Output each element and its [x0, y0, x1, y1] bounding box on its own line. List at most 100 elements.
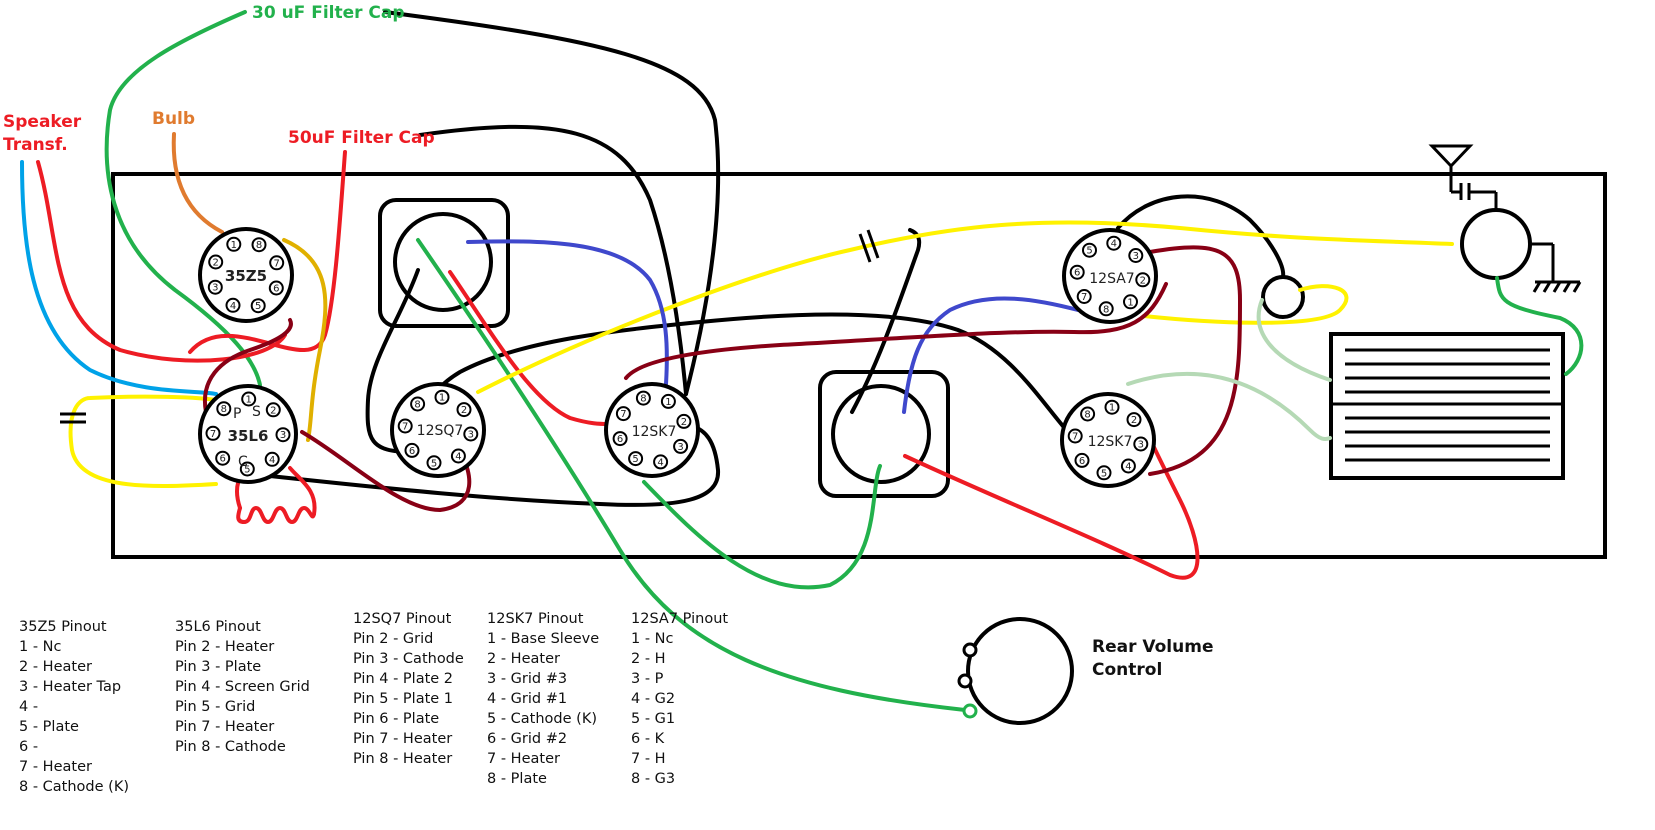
tube-pin	[239, 461, 255, 477]
tube-pin-number: 5	[1086, 246, 1092, 257]
tube-pin-number: 5	[431, 458, 437, 469]
ground-symbol	[1530, 242, 1582, 293]
tube-pin-number: 1	[665, 397, 671, 408]
pinout-line: Pin 8 - Cathode	[175, 739, 286, 755]
speaker-grille	[1329, 332, 1565, 480]
tube-pin	[410, 396, 426, 412]
tube-pin	[1120, 458, 1136, 474]
pinout-12sa7: 12SA7 Pinout 1 - Nc 2 - H 3 - P 4 - G2 5…	[631, 609, 728, 789]
rear-volume-label-line2: Control	[1092, 660, 1163, 680]
wire-volume-green	[416, 238, 967, 712]
tube-pin	[264, 451, 280, 467]
pinout-title: 12SK7 Pinout	[487, 611, 584, 627]
wire-35z5-gold	[282, 238, 328, 442]
pinout-line: 3 - Heater Tap	[19, 679, 122, 695]
pinout-line: Pin 3 - Cathode	[353, 651, 464, 667]
tube-pin	[1135, 272, 1151, 288]
tube-pin	[673, 438, 689, 454]
tube-pin-number: 6	[220, 454, 226, 465]
pinout-12sq7: 12SQ7 Pinout Pin 2 - Grid Pin 3 - Cathod…	[353, 609, 464, 769]
tube-pin-number: 6	[1074, 268, 1080, 279]
pinout-line: 6 - Grid #2	[487, 731, 568, 747]
pinout-line: 8 - Plate	[487, 771, 547, 787]
tube-pin	[404, 442, 420, 458]
pinout-line: 1 - Nc	[631, 631, 674, 647]
tube-pin-number: 2	[1131, 415, 1137, 426]
label-30uf-filter-cap: 30 uF Filter Cap	[252, 3, 405, 23]
pinout-line: Pin 8 - Heater	[353, 751, 453, 767]
wire-speaker-red	[36, 160, 287, 363]
pinout-line: 6 -	[19, 739, 39, 755]
tube-35l6-mark-c: C	[238, 454, 248, 470]
tube-pin	[660, 393, 676, 409]
pinout-line: Pin 7 - Heater	[175, 719, 275, 735]
pinout-line: 3 - P	[631, 671, 664, 687]
wire-blue-left	[466, 239, 669, 386]
pinout-line: Pin 2 - Heater	[175, 639, 275, 655]
pinout-line: 8 - G3	[631, 771, 676, 787]
pinout-line: Pin 6 - Plate	[353, 711, 440, 727]
wire-darkred-35l6	[202, 318, 293, 414]
tube-pin	[615, 406, 631, 422]
wire-yellow-main	[476, 220, 1454, 394]
tube-pin-number: 1	[1127, 297, 1133, 308]
can-center	[818, 370, 950, 498]
tube-pin	[268, 280, 284, 296]
pinout-line: 1 - Nc	[19, 639, 62, 655]
tube-pin	[1133, 436, 1149, 452]
tube-pin	[1096, 465, 1112, 481]
pinout-line: 2 - Heater	[487, 651, 560, 667]
wire-tuning-green	[1495, 276, 1584, 376]
tube-pin-number: 7	[210, 429, 216, 440]
tube-pin	[635, 390, 651, 406]
pinout-title: 12SQ7 Pinout	[353, 611, 452, 627]
wire-30uf-green	[104, 10, 262, 387]
pinout-line: 2 - H	[631, 651, 666, 667]
rear-volume-label: Rear Volume Control	[1092, 636, 1213, 682]
wire-bulb	[171, 132, 224, 234]
resistor-cathode	[236, 506, 316, 524]
tube-pin	[208, 254, 224, 270]
pinout-line: 3 - Grid #3	[487, 671, 568, 687]
tube-pin	[1104, 399, 1120, 415]
wire-heater-chain	[268, 424, 721, 507]
tube-pin	[241, 391, 257, 407]
tube-pin	[612, 431, 628, 447]
pinout-title: 12SA7 Pinout	[631, 611, 729, 627]
tube-pin	[653, 454, 669, 470]
wire-darkred-12sq7	[300, 430, 472, 512]
tube-pin-number: 3	[280, 430, 286, 441]
wire-darkred-top	[624, 282, 1168, 380]
pinout-line: Pin 3 - Plate	[175, 659, 262, 675]
wire-50uf-red	[188, 150, 347, 354]
tube-pin-number: 7	[1072, 432, 1078, 443]
tube-pin-number: 3	[1133, 251, 1139, 262]
tube-pin-number: 2	[681, 417, 687, 428]
capacitor-top	[858, 229, 880, 263]
pinout-line: Pin 4 - Screen Grid	[175, 679, 310, 695]
tube-pin	[205, 425, 221, 441]
wire-can-left-black	[365, 268, 420, 454]
capacitor-left	[60, 412, 86, 424]
antenna-symbol	[1428, 144, 1498, 212]
tube-pin	[434, 389, 450, 405]
tube-35z5-label: 35Z5	[225, 267, 267, 285]
tube-pin-number: 8	[221, 404, 227, 415]
tube-pin-number: 8	[1084, 410, 1090, 421]
tube-pin	[207, 279, 223, 295]
tube-pin	[226, 236, 242, 252]
pinout-line: 7 - Heater	[19, 759, 92, 775]
tube-pin	[1076, 289, 1092, 304]
label-50uf-filter-cap: 50uF Filter Cap	[288, 128, 435, 148]
tube-pin-number: 5	[632, 454, 638, 465]
tube-12sa7-label: 12SA7	[1089, 271, 1134, 287]
tube-pin	[269, 255, 285, 271]
wire-yellow-right	[1142, 284, 1349, 325]
pinout-title: 35Z5 Pinout	[19, 619, 107, 635]
wire-can-left-red	[448, 270, 611, 426]
wire-12sk7-green	[642, 464, 882, 590]
